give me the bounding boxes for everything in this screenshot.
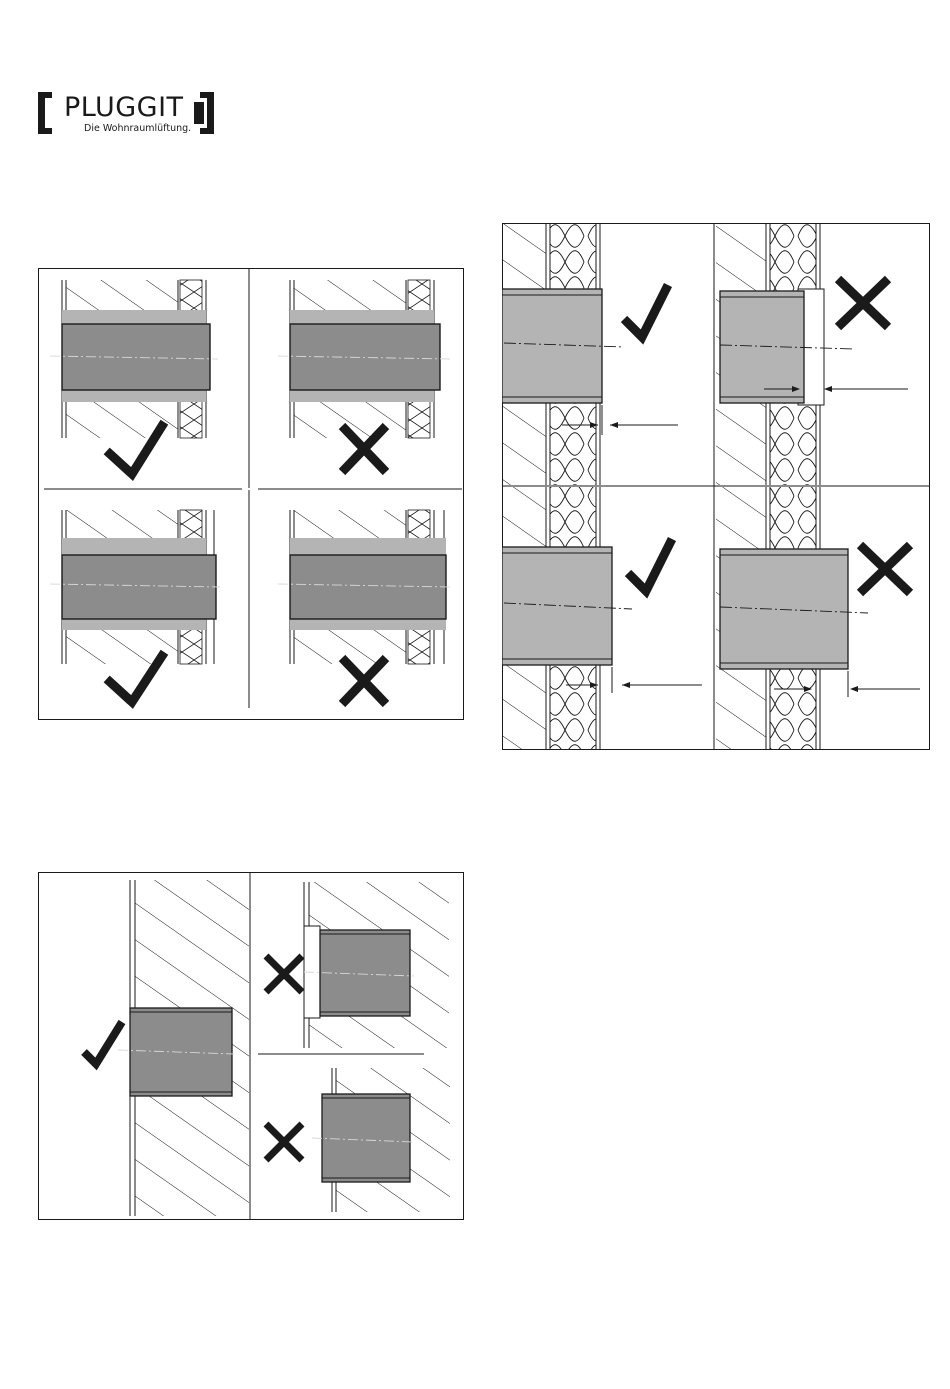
- insulation-panel-3: [502, 487, 702, 749]
- insulation-panel-2: [716, 223, 908, 485]
- cross-icon: [342, 658, 386, 704]
- wall-panel-2: [278, 280, 450, 472]
- logo-tagline: Die Wohnraumlüftung.: [84, 124, 191, 134]
- insulation-panel-4: [716, 487, 920, 749]
- check-icon: [624, 285, 668, 337]
- cross-icon: [266, 956, 302, 992]
- cross-icon: [860, 545, 910, 593]
- figure-wall-pipe-grid: [38, 268, 464, 720]
- flush-panel-3: [266, 1068, 450, 1212]
- wall-panel-3: [50, 510, 220, 702]
- check-icon: [628, 539, 672, 591]
- cross-icon: [838, 279, 888, 327]
- figure-insulation-pipe-grid: [502, 223, 930, 750]
- check-icon: [84, 1022, 122, 1064]
- cross-icon: [266, 1124, 302, 1160]
- logo-wordmark: PLUGGIT: [64, 94, 184, 121]
- insulation-panel-1: [502, 223, 678, 485]
- flush-panel-2: [266, 882, 449, 1048]
- wall-panel-4: [278, 510, 452, 704]
- flush-panel-1: [84, 880, 249, 1216]
- wall-panel-1: [50, 280, 218, 474]
- figure-flush-pipe-grid: [38, 872, 464, 1220]
